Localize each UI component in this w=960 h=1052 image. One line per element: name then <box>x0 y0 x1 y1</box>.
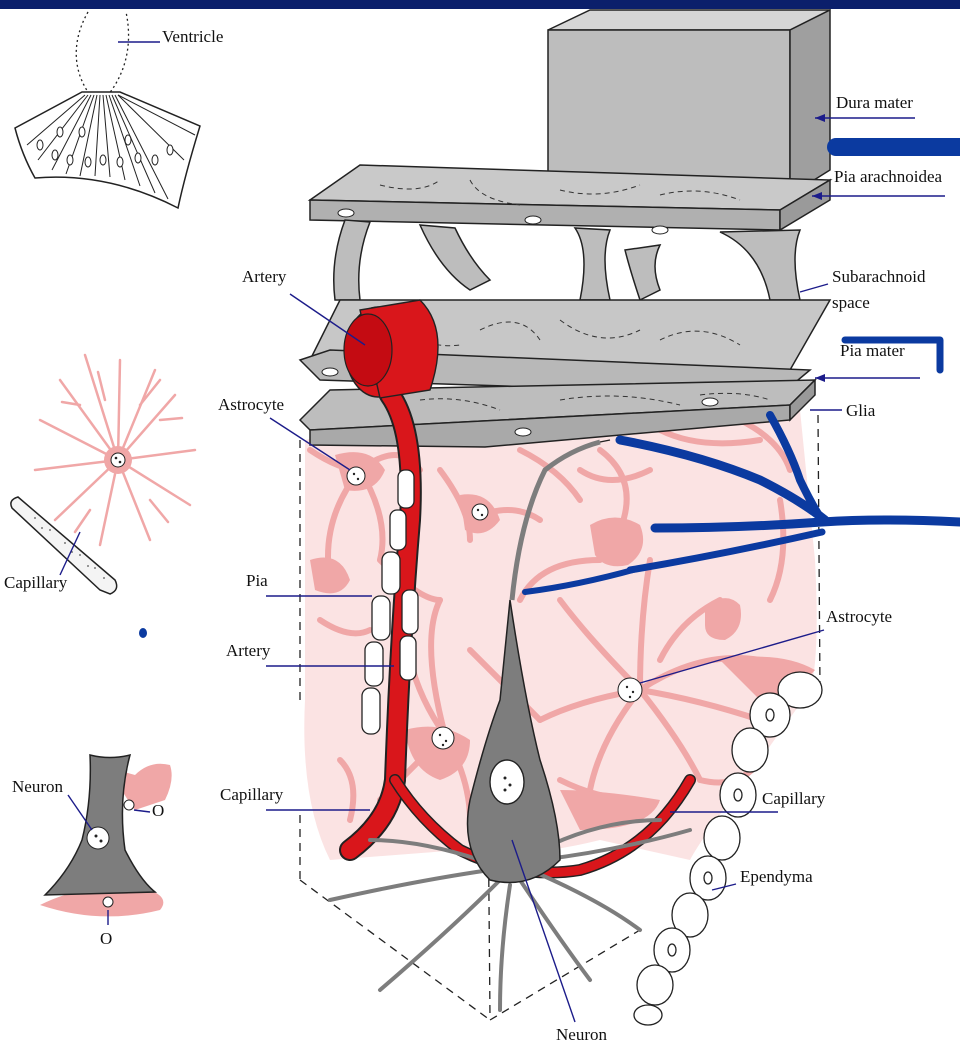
label-pia-arachnoidea: Pia arachnoidea <box>834 167 943 186</box>
label-ventricle: Ventricle <box>162 27 223 46</box>
label-dura-mater: Dura mater <box>836 93 913 112</box>
label-oligodendrocyte-bottom: O <box>100 929 112 948</box>
label-astrocyte-right: Astrocyte <box>826 607 892 626</box>
label-pia: Pia <box>246 571 268 590</box>
oligo-top-leader <box>134 810 150 812</box>
pia-mater-arrow <box>815 374 825 382</box>
label-subarachnoid-line1: Subarachnoid <box>832 267 926 286</box>
label-astrocyte-left: Astrocyte <box>218 395 284 414</box>
label-capillary-left: Capillary <box>220 785 284 804</box>
label-neuron-bottom: Neuron <box>556 1025 607 1044</box>
astrocyte-inset <box>11 355 195 594</box>
label-capillary-side: Capillary <box>4 573 68 592</box>
label-subarachnoid-line2: space <box>832 293 870 312</box>
subarachnoid-leader <box>800 284 828 292</box>
label-glia: Glia <box>846 401 876 420</box>
label-oligodendrocyte-top: O <box>152 801 164 820</box>
label-artery-mid: Artery <box>226 641 271 660</box>
stray-mark <box>139 628 147 638</box>
top-banner <box>0 0 960 9</box>
label-capillary-right: Capillary <box>762 789 826 808</box>
label-neuron-side: Neuron <box>12 777 63 796</box>
label-artery-top: Artery <box>242 267 287 286</box>
label-ependyma: Ependyma <box>740 867 813 886</box>
label-pia-mater: Pia mater <box>840 341 905 360</box>
